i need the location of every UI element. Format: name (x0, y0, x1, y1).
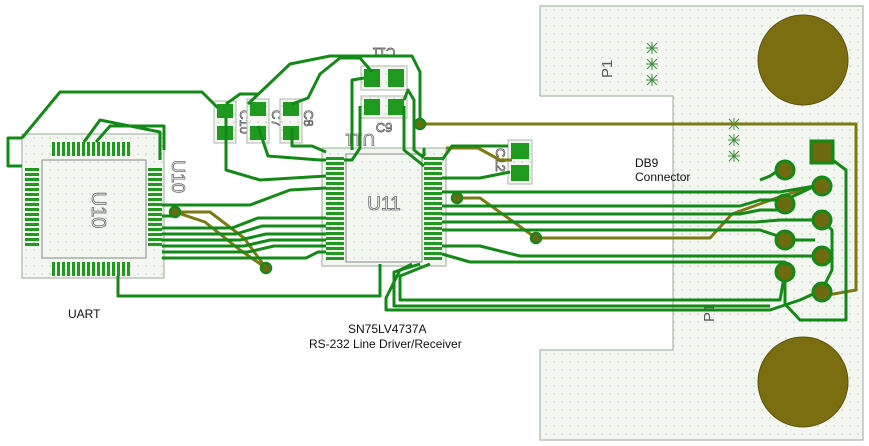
p1-designator-top: P1 (599, 60, 616, 78)
u10-designator-center: U10 (87, 192, 109, 229)
vias (168, 117, 543, 275)
driver-part-label: SN75LV4737A (348, 322, 427, 336)
c11-designator: C11 (373, 45, 396, 60)
bottom-layer-traces (174, 122, 858, 298)
uart-label: UART (68, 307, 101, 321)
mount-hole-h0 (757, 14, 849, 106)
u11-footprint: U11 U11 (321, 130, 447, 267)
c8-designator: C8 (301, 110, 316, 127)
db9-pads (774, 139, 835, 303)
p1-designator-bottom: P1 (701, 304, 718, 322)
db9-label-line1: DB9 (635, 156, 659, 170)
top-layer-traces (6, 54, 848, 322)
u10-pads (25, 142, 162, 276)
db9-label-line2: Connector (635, 170, 691, 184)
mount-hole-h1 (757, 336, 849, 428)
capacitors: C10 C7 C8 C11 C9 C12 (213, 45, 533, 185)
driver-description-label: RS-232 Line Driver/Receiver (309, 337, 462, 351)
u11-designator-center: U11 (367, 194, 400, 215)
c9-designator: C9 (376, 120, 393, 135)
u11-pads (326, 157, 442, 260)
u10-designator-side: U10 (168, 160, 188, 193)
